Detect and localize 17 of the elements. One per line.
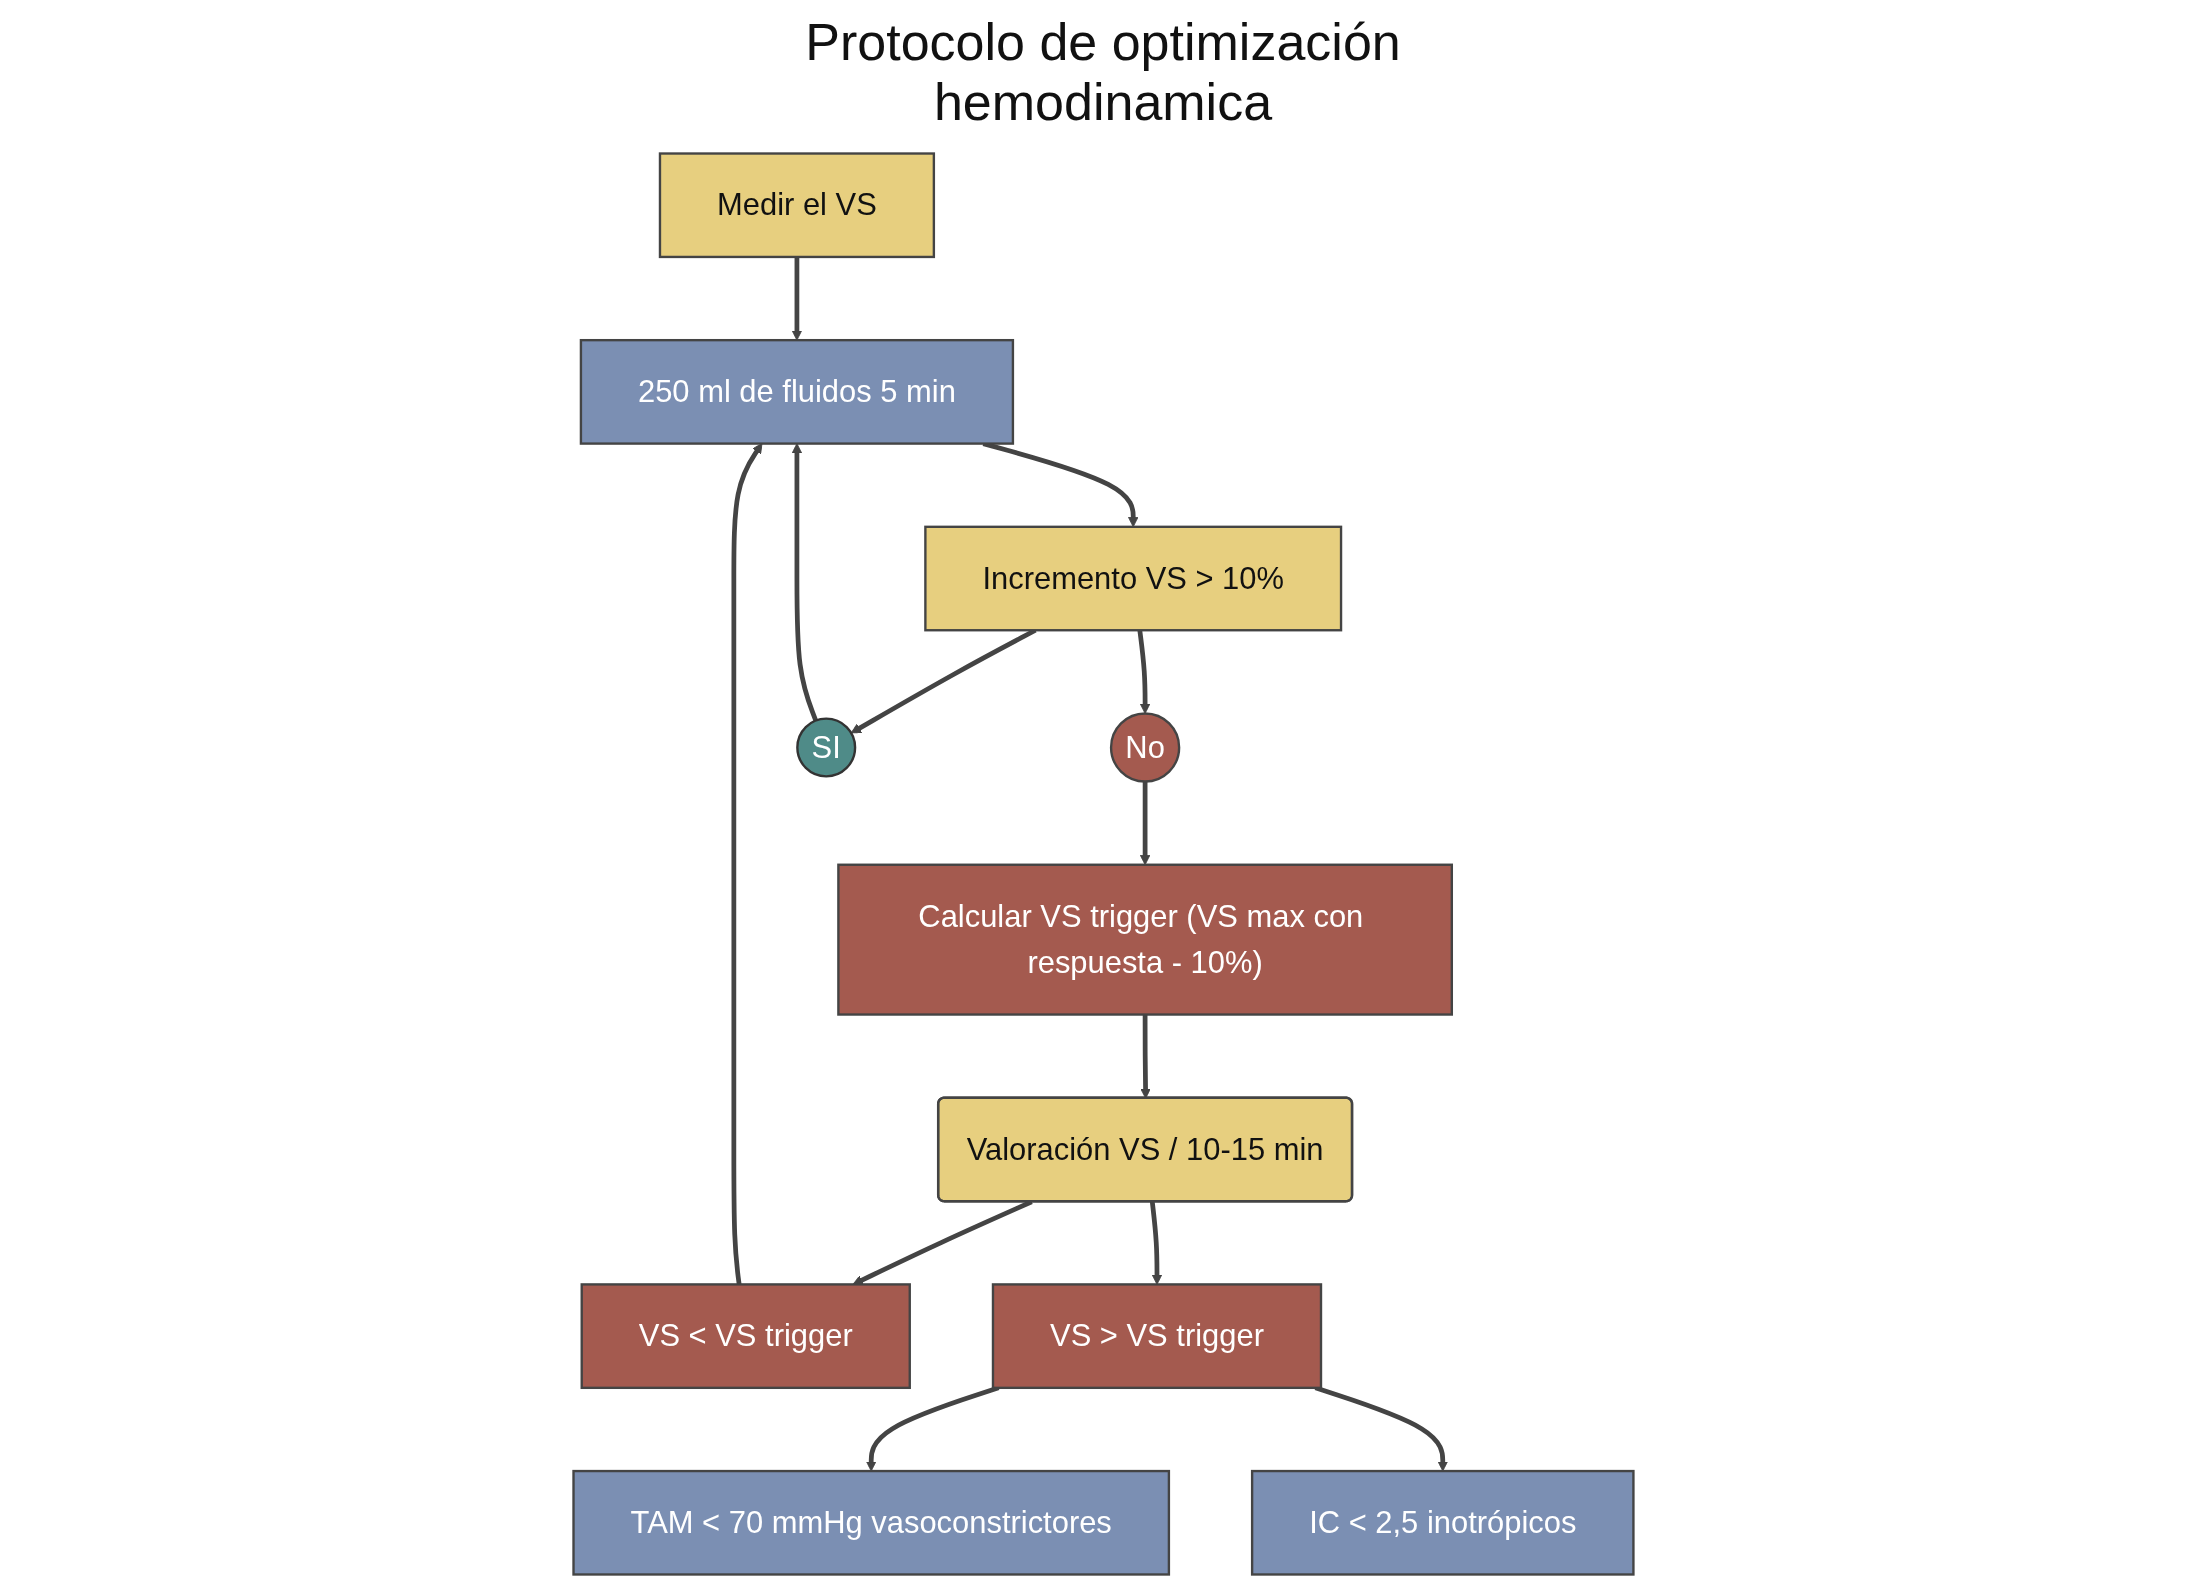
node-box: IC < 2,5 inotrópicos	[1250, 1469, 1635, 1576]
arrow	[791, 256, 802, 341]
node-box: TAM < 70 mmHg vasoconstrictores	[571, 1469, 1170, 1576]
arrow	[791, 443, 818, 722]
node-box: 250 ml de fluidos 5 min	[579, 338, 1014, 445]
node-box: Calcular VS trigger (VS max con respuesta - 10%)	[836, 863, 1453, 1016]
arrow	[865, 1385, 999, 1472]
diagram-title: Protocolo de optimización hemodinamica	[804, 12, 1402, 132]
node-circle: SI	[795, 717, 856, 778]
node-box: Incremento VS > 10%	[923, 525, 1342, 632]
arrow	[731, 443, 762, 1285]
arrow	[1149, 1201, 1162, 1285]
node-circle: No	[1109, 712, 1180, 783]
node-box: VS > VS trigger	[991, 1283, 1322, 1390]
node-box: Medir el VS	[658, 152, 935, 259]
arrow	[1314, 1385, 1448, 1472]
node-box: VS < VS trigger	[580, 1283, 911, 1390]
